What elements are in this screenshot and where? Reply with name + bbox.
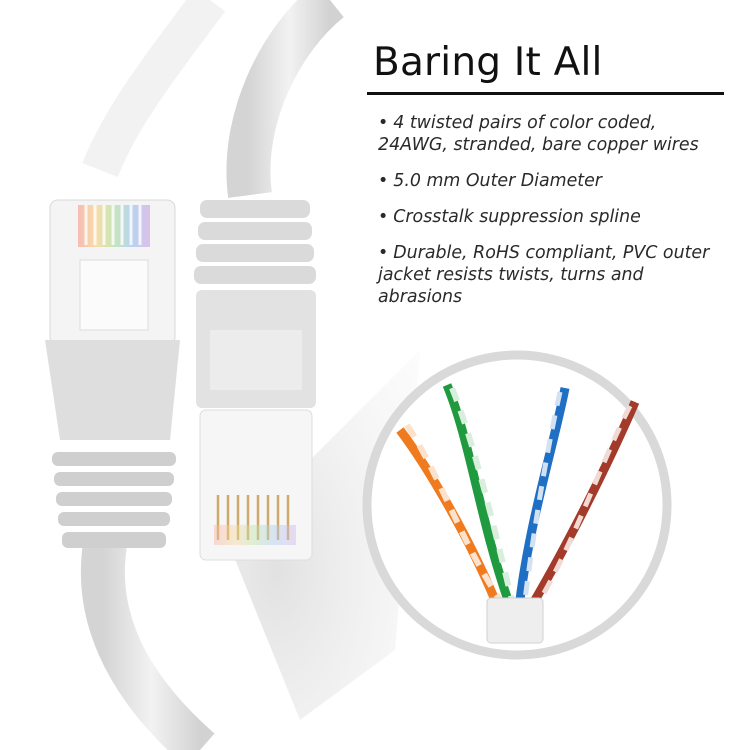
feature-text: 5.0 mm Outer Diameter	[393, 171, 602, 191]
cable-bottom	[80, 541, 215, 750]
bullet-icon: •	[378, 113, 389, 133]
feature-item: •4 twisted pairs of color coded, 24AWG, …	[378, 112, 728, 156]
twisted-pair-wires-closeup	[362, 350, 672, 660]
bullet-icon: •	[378, 243, 389, 263]
rj45-connector-side	[194, 200, 316, 561]
title-underline	[367, 92, 724, 95]
cable-loop	[226, 0, 345, 198]
feature-item: •5.0 mm Outer Diameter	[378, 170, 728, 192]
feature-text: 4 twisted pairs of color coded, 24AWG, s…	[378, 113, 699, 155]
page-title: Baring It All	[373, 40, 603, 85]
bullet-icon: •	[378, 207, 389, 227]
rj45-connector-front	[45, 199, 180, 548]
feature-list: •4 twisted pairs of color coded, 24AWG, …	[378, 112, 728, 322]
feature-text: Crosstalk suppression spline	[393, 207, 641, 227]
zoom-cone	[215, 350, 420, 720]
feature-item: •Durable, RoHS compliant, PVC outer jack…	[378, 242, 728, 308]
feature-text: Durable, RoHS compliant, PVC outer jacke…	[378, 243, 710, 307]
feature-item: •Crosstalk suppression spline	[378, 206, 728, 228]
cable-loop-top	[82, 0, 226, 178]
bullet-icon: •	[378, 171, 389, 191]
